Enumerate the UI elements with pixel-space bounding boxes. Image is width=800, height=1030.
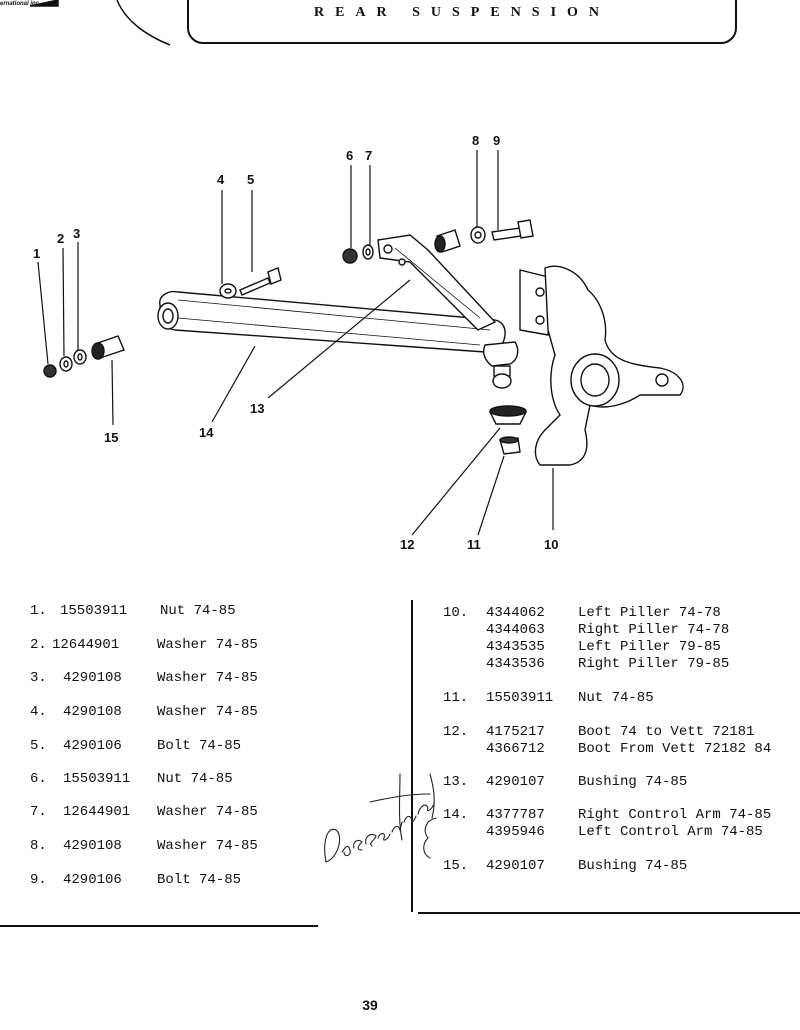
header-swoosh — [29, 0, 171, 46]
boot — [488, 405, 528, 425]
callout-5: 5 — [247, 172, 254, 187]
ball-joint — [483, 341, 519, 389]
washer-bolt-4-5 — [219, 267, 282, 299]
callout-8: 8 — [472, 133, 479, 148]
callout-13: 13 — [250, 401, 264, 416]
callout-1: 1 — [33, 246, 40, 261]
bottom-rule-left — [0, 925, 318, 927]
page-number: 39 — [362, 997, 378, 1013]
callout-3: 3 — [73, 226, 80, 241]
callout-7: 7 — [365, 148, 372, 163]
callout-4: 4 — [217, 172, 225, 187]
control-arm — [157, 290, 506, 356]
callout-6: 6 — [346, 148, 353, 163]
rear-suspension-diagram: 1 2 3 4 5 6 7 8 9 10 11 12 13 14 15 — [29, 0, 684, 552]
callout-11: 11 — [467, 537, 481, 552]
title-box — [187, 0, 737, 44]
callout-9: 9 — [493, 133, 500, 148]
upper-arm — [377, 234, 497, 331]
bottom-rule-right — [418, 912, 800, 914]
leader-lines — [37, 150, 554, 536]
callout-15: 15 — [104, 430, 118, 445]
nut-washer-6-7 — [342, 229, 461, 264]
column-divider — [411, 600, 413, 912]
piller-knuckle — [519, 265, 684, 466]
callout-2: 2 — [57, 231, 64, 246]
washer-bolt-8-9 — [470, 219, 534, 244]
nut-11 — [499, 436, 521, 455]
callout-12: 12 — [400, 537, 414, 552]
page-title: REAR SUSPENSION — [313, 5, 611, 20]
callout-14: 14 — [199, 425, 214, 440]
left-hardware — [43, 335, 125, 378]
callout-10: 10 — [544, 537, 558, 552]
handwritten-discontinued-note — [324, 773, 437, 863]
publisher-logo: ernational inc — [0, 1, 40, 7]
